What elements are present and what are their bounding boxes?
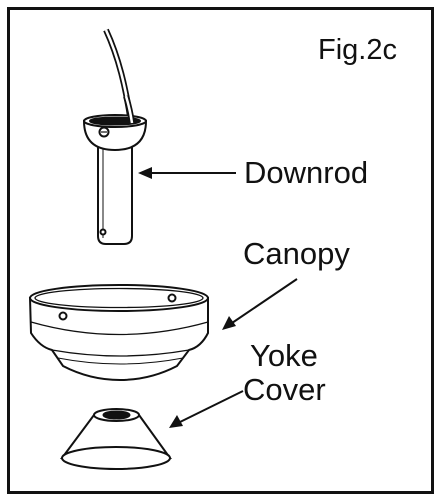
downrod-drawing — [82, 28, 148, 245]
yoke-cover-drawing — [60, 408, 172, 470]
canopy-arrow — [222, 278, 298, 330]
canopy-label: Canopy — [243, 236, 350, 271]
canopy-drawing — [28, 284, 209, 382]
downrod-label: Downrod — [244, 155, 369, 190]
figure-frame — [7, 7, 434, 494]
yoke-cover-label-line1: Yoke — [250, 338, 318, 373]
figure-label: Fig.2c — [318, 34, 397, 66]
downrod-arrow — [138, 167, 236, 179]
yoke-cover-label-line2: Cover — [243, 372, 326, 407]
yoke-cover-arrow — [169, 390, 244, 428]
